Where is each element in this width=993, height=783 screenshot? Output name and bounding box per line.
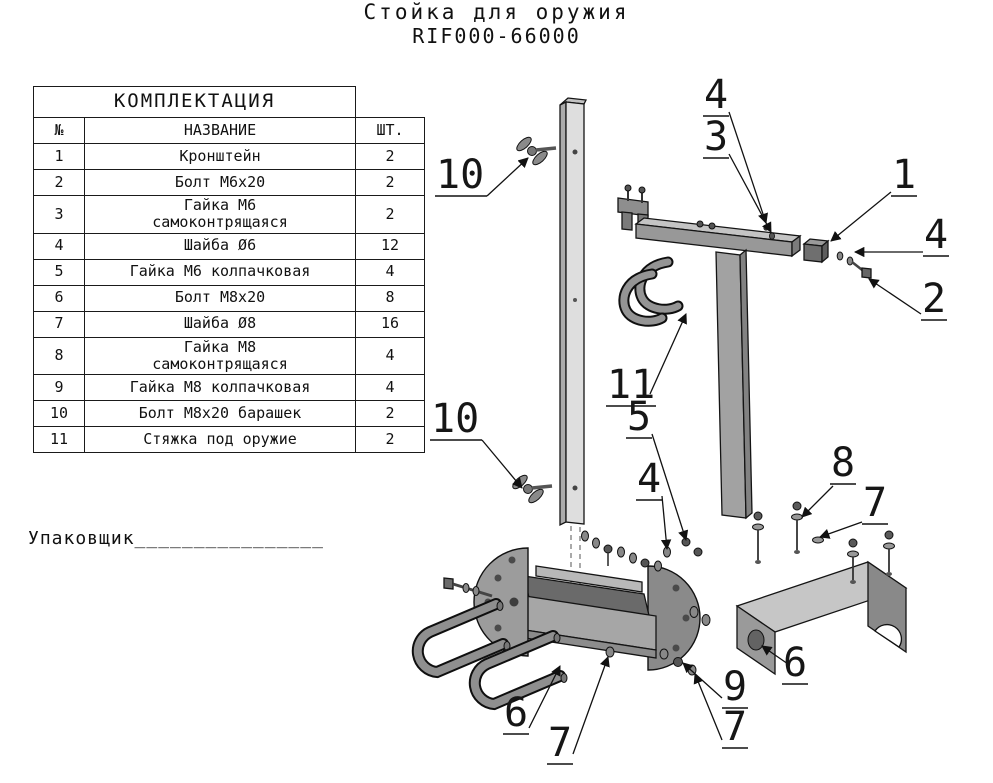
column-header-row: № НАЗВАНИЕ ШТ.	[33, 117, 425, 144]
callout-7-washer-front: 7	[548, 720, 572, 766]
callout-5-capnut: 5	[627, 394, 651, 440]
row-qty: 8	[355, 284, 425, 312]
callout-4-washer-mid: 4	[637, 456, 661, 502]
row-name: Стяжка под оружие	[84, 426, 356, 453]
upper-bracket-assembly	[617, 184, 872, 520]
row-num: 9	[33, 374, 85, 401]
base-assembly	[411, 530, 711, 711]
table-row: 2 Болт М6х20 2	[33, 169, 425, 196]
table-row: 8 Гайка М8 самоконтрящаяся 4	[33, 336, 425, 375]
row-name: Болт М8х20 барашек	[84, 400, 356, 427]
callout-1-bracket: 1	[892, 152, 916, 198]
row-qty: 4	[355, 258, 425, 286]
callout-9-capnut: 9	[723, 664, 747, 710]
row-qty: 4	[355, 336, 425, 375]
row-name: Шайба Ø6	[84, 232, 356, 260]
callout-11-tie: 11	[607, 362, 655, 408]
row-qty: 2	[355, 195, 425, 234]
part-number: RIF000-66000	[412, 24, 581, 48]
row-num: 3	[33, 195, 85, 234]
wing-bolt-bottom	[512, 474, 553, 504]
u-bolt-2	[468, 630, 568, 711]
row-num: 11	[33, 426, 85, 453]
main-post	[559, 97, 587, 591]
table-row: 3 Гайка М6 самоконтрящаяся 2	[33, 195, 425, 234]
drawing-title: Стойка для оружия RIF000-66000	[0, 0, 993, 48]
callout-numbers: 10 4 3 1 4 2 11 10 5 4 8 7 6 9 7 6 7	[431, 72, 948, 766]
callout-4-bracket: 4	[704, 72, 728, 118]
table-header-ghost-cell	[356, 87, 425, 118]
table-row: 6 Болт М8х20 8	[33, 284, 425, 312]
col-header-name: НАЗВАНИЕ	[84, 117, 356, 144]
callout-3-locknut: 3	[704, 114, 728, 160]
row-num: 1	[33, 143, 85, 170]
u-bolt-1	[411, 598, 511, 679]
table-title: КОМПЛЕКТАЦИЯ	[33, 86, 356, 118]
row-qty: 12	[355, 232, 425, 260]
callout-7-washer-right: 7	[863, 480, 887, 526]
row-name: Гайка М6 колпачковая	[84, 258, 356, 286]
wing-bolt-top	[516, 136, 557, 166]
row-num: 5	[33, 258, 85, 286]
col-header-qty: ШТ.	[355, 117, 425, 144]
callout-underlines	[430, 115, 949, 765]
row-qty: 16	[355, 310, 425, 338]
spec-table-wrap: КОМПЛЕКТАЦИЯ № НАЗВАНИЕ ШТ. 1 Кронштейн …	[33, 86, 425, 453]
row-num: 6	[33, 284, 85, 312]
callout-7-washer-base: 7	[723, 704, 747, 750]
row-name: Кронштейн	[84, 143, 356, 170]
row-num: 4	[33, 232, 85, 260]
row-num: 7	[33, 310, 85, 338]
row-name: Болт М8х20	[84, 284, 356, 312]
row-qty: 2	[355, 426, 425, 453]
row-num: 8	[33, 336, 85, 375]
row-qty: 2	[355, 143, 425, 170]
callout-2-bolt: 2	[922, 276, 946, 322]
callout-8-locknut: 8	[831, 440, 855, 486]
channel-bracket	[735, 501, 908, 676]
bracket-end-block	[802, 238, 830, 264]
callout-6-bolt-base: 6	[504, 690, 528, 736]
row-name: Гайка М6 самоконтрящаяся	[84, 195, 356, 234]
table-row: 1 Кронштейн 2	[33, 143, 425, 170]
table-header-row: КОМПЛЕКТАЦИЯ	[33, 86, 425, 118]
table-row: 10 Болт М8х20 барашек 2	[33, 400, 425, 427]
callout-4-washer: 4	[924, 212, 948, 258]
row-qty: 4	[355, 374, 425, 401]
right-side-plate	[647, 565, 701, 671]
row-name: Болт М6х20	[84, 169, 356, 196]
table-row: 7 Шайба Ø8 16	[33, 310, 425, 338]
packer-signature-line: Упаковщик________________	[28, 528, 324, 549]
row-qty: 2	[355, 169, 425, 196]
callout-6-bolt-channel: 6	[783, 640, 807, 686]
table-row: 11 Стяжка под оружие 2	[33, 426, 425, 453]
weapon-tie-hooks	[618, 256, 684, 327]
callout-10-bottom: 10	[431, 396, 479, 442]
col-header-num: №	[33, 117, 85, 144]
row-num: 10	[33, 400, 85, 427]
row-name: Гайка М8 самоконтрящаяся	[84, 336, 356, 375]
table-row: 5 Гайка М6 колпачковая 4	[33, 258, 425, 286]
row-name: Гайка М8 колпачковая	[84, 374, 356, 401]
spec-table: КОМПЛЕКТАЦИЯ № НАЗВАНИЕ ШТ. 1 Кронштейн …	[33, 86, 425, 453]
row-name: Шайба Ø8	[84, 310, 356, 338]
table-row: 4 Шайба Ø6 12	[33, 232, 425, 260]
callout-10-top: 10	[436, 152, 484, 198]
channel-bolts	[752, 501, 895, 584]
leader-lines	[481, 111, 923, 755]
page-title: Стойка для оружия	[363, 0, 630, 24]
table-row: 9 Гайка М8 колпачковая 4	[33, 374, 425, 401]
row-num: 2	[33, 169, 85, 196]
row-qty: 2	[355, 400, 425, 427]
